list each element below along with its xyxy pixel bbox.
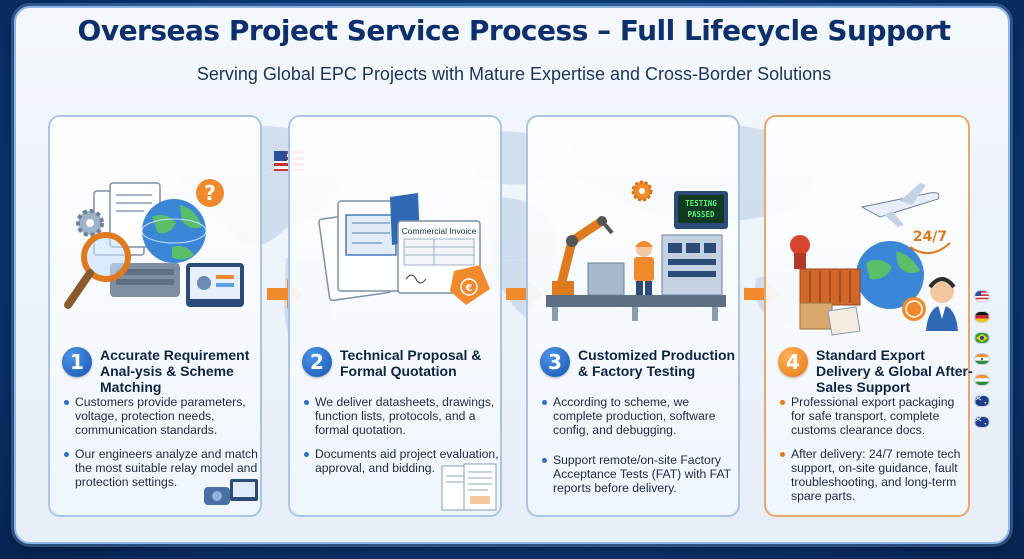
- motor-icon: [204, 479, 258, 505]
- step-2-header: 2 Technical Proposal & Formal Quotation: [302, 347, 498, 379]
- page-subtitle: Serving Global EPC Projects with Mature …: [196, 64, 832, 84]
- shipping-container-icon: [799, 268, 861, 306]
- step-title: Accurate Requirement Anal-ysis & Scheme …: [100, 347, 250, 395]
- germany-flag-icon: [974, 311, 990, 323]
- badge-seal-icon: [902, 297, 926, 321]
- step-card-1: ? 1 Accurate Requirement Anal-ysis & Sch…: [48, 115, 262, 517]
- svg-text:Commercial Invoice: Commercial Invoice: [402, 226, 477, 236]
- step-card-2: Commercial Invoice € 2 Technical Proposa…: [288, 115, 502, 517]
- headset-agent-icon: [926, 277, 958, 331]
- factory-testing-illustration: TESTING PASSED: [546, 180, 728, 321]
- india-flag-icon-2: [974, 374, 990, 386]
- svg-text:TESTING: TESTING: [685, 199, 717, 208]
- bullet-item: Professional export packaging for safe t…: [780, 395, 966, 437]
- step-4-header: 4 Standard Export Delivery & Global Afte…: [778, 347, 974, 395]
- requirement-analysis-illustration: ?: [64, 179, 244, 309]
- australia-flag-icon: [974, 395, 990, 407]
- svg-text:?: ?: [204, 181, 216, 205]
- step-4-bullets: Professional export packaging for safe t…: [780, 395, 966, 513]
- step-title: Technical Proposal & Formal Quotation: [340, 347, 482, 379]
- search-icon: [64, 232, 131, 309]
- monitor-icon: [186, 263, 244, 307]
- infographic-frame: Overseas Project Service Process – Full …: [14, 6, 1010, 544]
- report-documents-icon: [441, 463, 497, 511]
- step-2-bullets: We deliver datasheets, drawings, functio…: [304, 395, 500, 485]
- step-number-badge: 4: [778, 347, 808, 377]
- export-delivery-illustration: 24/7: [790, 183, 958, 336]
- svg-text:24/7: 24/7: [913, 229, 947, 245]
- worker-icon: [634, 241, 654, 295]
- cardboard-box-icon: [799, 302, 861, 336]
- step-number-badge: 3: [540, 347, 570, 377]
- step-number-badge: 2: [302, 347, 332, 377]
- gear-icon: [76, 209, 104, 237]
- step-number-badge: 1: [62, 347, 92, 377]
- step-title: Standard Export Delivery & Global After-…: [816, 347, 973, 395]
- globe-icon: [856, 241, 924, 309]
- price-tag-icon: €: [450, 265, 490, 305]
- bullet-item: After delivery: 24/7 remote tech support…: [780, 447, 966, 503]
- india-flag-icon: [974, 353, 990, 365]
- step-3-header: 3 Customized Production & Factory Testin…: [540, 347, 736, 379]
- svg-text:PASSED: PASSED: [687, 210, 715, 219]
- brazil-flag-icon: [974, 332, 990, 344]
- australia-flag-icon-2: [974, 416, 990, 428]
- step-card-4: 24/7: [764, 115, 973, 517]
- bullet-item: We deliver datasheets, drawings, functio…: [304, 395, 500, 437]
- robot-arm-icon: [552, 216, 614, 295]
- production-line: [546, 234, 726, 321]
- bullet-item: Our engineers analyze and match the most…: [64, 447, 260, 489]
- bullet-item: Customers provide parameters, voltage, p…: [64, 395, 260, 437]
- step-1-header: 1 Accurate Requirement Anal-ysis & Schem…: [62, 347, 258, 395]
- bullet-item: According to scheme, we complete product…: [542, 395, 738, 437]
- bullet-item: Support remote/on-site Factory Acceptanc…: [542, 453, 738, 495]
- bullet-item: Documents aid project evaluation, approv…: [304, 447, 500, 475]
- step-card-3: TESTING PASSED: [526, 115, 740, 517]
- us-flag-icon: [974, 290, 990, 302]
- page-title: Overseas Project Service Process – Full …: [77, 14, 951, 47]
- step-title: Customized Production & Factory Testing: [578, 347, 736, 379]
- stamp-icon: [790, 235, 810, 269]
- gear-icon: [631, 180, 653, 202]
- svg-text:€: €: [465, 283, 473, 294]
- testing-passed-screen: TESTING PASSED: [674, 191, 728, 229]
- server-device-icon: [110, 263, 180, 297]
- airplane-icon: [860, 183, 940, 227]
- country-flags: [974, 290, 990, 437]
- support-247-label: 24/7: [909, 229, 951, 254]
- step-3-bullets: According to scheme, we complete product…: [542, 395, 738, 505]
- globe-icon: [141, 199, 207, 263]
- technical-proposal-illustration: Commercial Invoice €: [318, 193, 490, 305]
- step-1-bullets: Customers provide parameters, voltage, p…: [64, 395, 260, 499]
- question-icon: ?: [196, 179, 224, 207]
